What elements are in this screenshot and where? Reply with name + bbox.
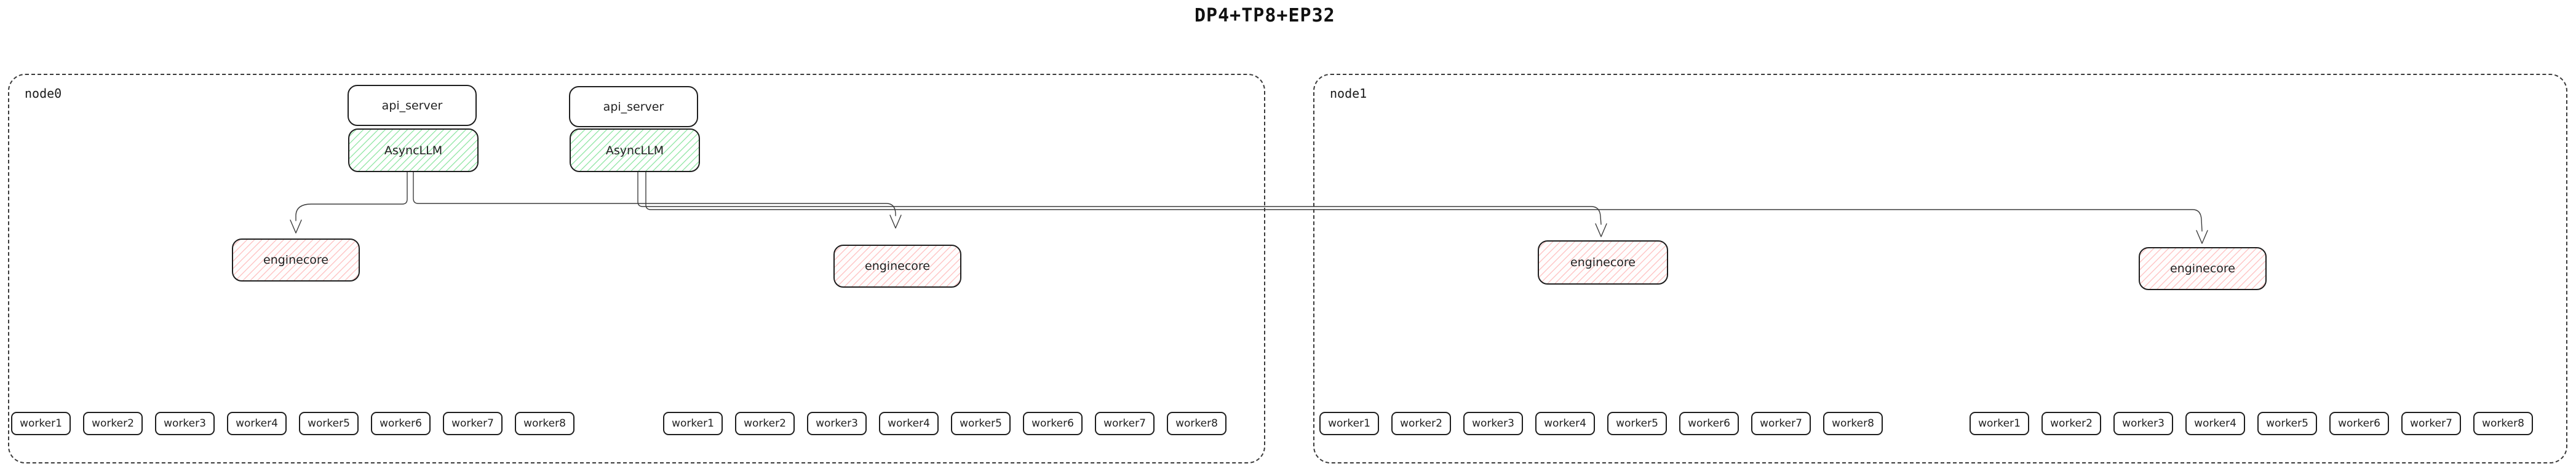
worker-box: worker2 <box>1391 412 1451 435</box>
enginecore-label-3: enginecore <box>1570 256 1636 269</box>
worker-box: worker7 <box>1095 412 1155 435</box>
worker-box: worker4 <box>1535 412 1595 435</box>
worker-box: worker3 <box>807 412 867 435</box>
worker-label: worker3 <box>816 417 858 430</box>
worker-label: worker1 <box>1328 417 1370 430</box>
worker-group-1: worker1 worker2 worker3 worker4 worker5 … <box>11 412 574 435</box>
worker-label: worker4 <box>236 417 278 430</box>
worker-label: worker3 <box>1472 417 1514 430</box>
worker-box: worker5 <box>299 412 359 435</box>
worker-label: worker4 <box>1544 417 1586 430</box>
worker-box: worker1 <box>663 412 723 435</box>
worker-box: worker5 <box>1607 412 1667 435</box>
enginecore-box-1: enginecore <box>232 238 360 282</box>
worker-box: worker7 <box>1751 412 1811 435</box>
worker-label: worker2 <box>92 417 134 430</box>
node1-label: node1 <box>1330 86 1367 101</box>
worker-label: worker3 <box>2122 417 2165 430</box>
worker-box: worker7 <box>2401 412 2461 435</box>
asyncllm-box-2: AsyncLLM <box>570 128 700 172</box>
worker-group-3: worker1 worker2 worker3 worker4 worker5 … <box>1319 412 1883 435</box>
worker-label: worker7 <box>1760 417 1802 430</box>
enginecore-label-4: enginecore <box>2170 262 2235 275</box>
worker-box: worker4 <box>879 412 939 435</box>
worker-box: worker8 <box>2473 412 2533 435</box>
worker-label: worker7 <box>2410 417 2452 430</box>
worker-label: worker4 <box>888 417 930 430</box>
worker-label: worker6 <box>1688 417 1730 430</box>
enginecore-label-2: enginecore <box>865 259 930 273</box>
worker-box: worker2 <box>735 412 795 435</box>
worker-label: worker8 <box>523 417 566 430</box>
worker-box: worker5 <box>2257 412 2317 435</box>
api-server-box-2: api_server <box>569 86 698 127</box>
worker-box: worker1 <box>11 412 71 435</box>
worker-label: worker1 <box>1978 417 2021 430</box>
worker-label: worker2 <box>1400 417 1442 430</box>
worker-box: worker2 <box>83 412 143 435</box>
worker-label: worker4 <box>2194 417 2236 430</box>
worker-box: worker8 <box>1167 412 1226 435</box>
worker-box: worker1 <box>1319 412 1379 435</box>
worker-box: worker7 <box>443 412 503 435</box>
worker-label: worker1 <box>20 417 62 430</box>
connector-asyncllm2-to-enginecore4 <box>645 171 2208 244</box>
worker-box: worker3 <box>2113 412 2173 435</box>
worker-label: worker3 <box>164 417 206 430</box>
node0-label: node0 <box>25 86 62 101</box>
worker-label: worker7 <box>1103 417 1146 430</box>
connector-asyncllm1-to-enginecore1 <box>290 171 408 234</box>
asyncllm-box-1: AsyncLLM <box>348 128 479 172</box>
api-server-box-1: api_server <box>348 85 477 126</box>
worker-label: worker5 <box>2266 417 2308 430</box>
worker-label: worker6 <box>380 417 422 430</box>
worker-box: worker8 <box>1823 412 1883 435</box>
worker-label: worker6 <box>1032 417 1074 430</box>
connector-asyncllm1-to-enginecore2 <box>413 171 902 229</box>
enginecore-box-3: enginecore <box>1538 240 1668 285</box>
worker-box: worker6 <box>1023 412 1083 435</box>
api-server-label-1: api_server <box>381 98 443 112</box>
diagram-title: DP4+TP8+EP32 <box>1195 5 1335 26</box>
worker-label: worker7 <box>451 417 494 430</box>
enginecore-box-2: enginecore <box>833 245 961 288</box>
worker-box: worker6 <box>371 412 431 435</box>
enginecore-box-4: enginecore <box>2139 247 2267 290</box>
worker-box: worker5 <box>951 412 1011 435</box>
asyncllm-label-2: AsyncLLM <box>605 143 664 157</box>
worker-box: worker4 <box>227 412 287 435</box>
connector-asyncllm2-to-enginecore3 <box>637 171 1607 237</box>
worker-label: worker6 <box>2338 417 2380 430</box>
worker-box: worker1 <box>1970 412 2029 435</box>
worker-box: worker3 <box>1463 412 1523 435</box>
worker-group-4: worker1 worker2 worker3 worker4 worker5 … <box>1970 412 2533 435</box>
worker-box: worker8 <box>515 412 574 435</box>
worker-box: worker2 <box>2041 412 2101 435</box>
worker-box: worker6 <box>1679 412 1739 435</box>
worker-label: worker2 <box>744 417 786 430</box>
worker-label: worker5 <box>960 417 1002 430</box>
node0-cluster <box>8 74 1265 463</box>
worker-label: worker5 <box>1616 417 1658 430</box>
enginecore-label-1: enginecore <box>263 253 328 267</box>
node1-cluster <box>1313 74 2567 463</box>
worker-group-2: worker1 worker2 worker3 worker4 worker5 … <box>663 412 1226 435</box>
worker-label: worker8 <box>1832 417 1874 430</box>
worker-label: worker1 <box>672 417 714 430</box>
worker-label: worker8 <box>2482 417 2524 430</box>
worker-box: worker6 <box>2329 412 2389 435</box>
worker-label: worker2 <box>2050 417 2093 430</box>
worker-label: worker8 <box>1175 417 1218 430</box>
worker-label: worker5 <box>308 417 350 430</box>
api-server-label-2: api_server <box>603 100 664 114</box>
worker-box: worker3 <box>155 412 215 435</box>
asyncllm-label-1: AsyncLLM <box>384 143 443 157</box>
worker-box: worker4 <box>2185 412 2245 435</box>
